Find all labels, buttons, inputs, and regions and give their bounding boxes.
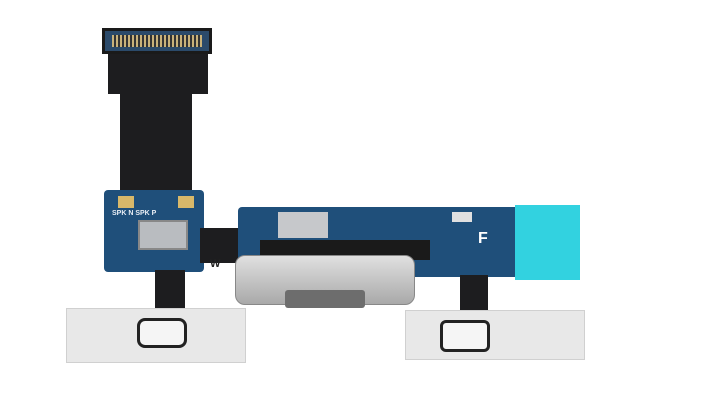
right-touch-key: [440, 320, 490, 352]
usb-port-opening: [285, 290, 365, 308]
flex-ribbon-lower: [120, 94, 192, 194]
right-touch-key-film: [405, 310, 585, 360]
microphone-component: [138, 220, 188, 250]
solder-pad: [178, 196, 194, 208]
speaker-label: SPK N SPK P: [112, 210, 157, 217]
solder-pad: [118, 196, 134, 208]
blue-tape: [515, 205, 580, 280]
top-connector-pins: [112, 35, 202, 47]
f-label: F: [478, 230, 488, 247]
w-label: W: [210, 258, 221, 270]
solder-pad: [452, 212, 472, 222]
shield-can: [278, 212, 328, 238]
left-touch-key: [137, 318, 187, 348]
flex-ribbon: [108, 54, 208, 94]
